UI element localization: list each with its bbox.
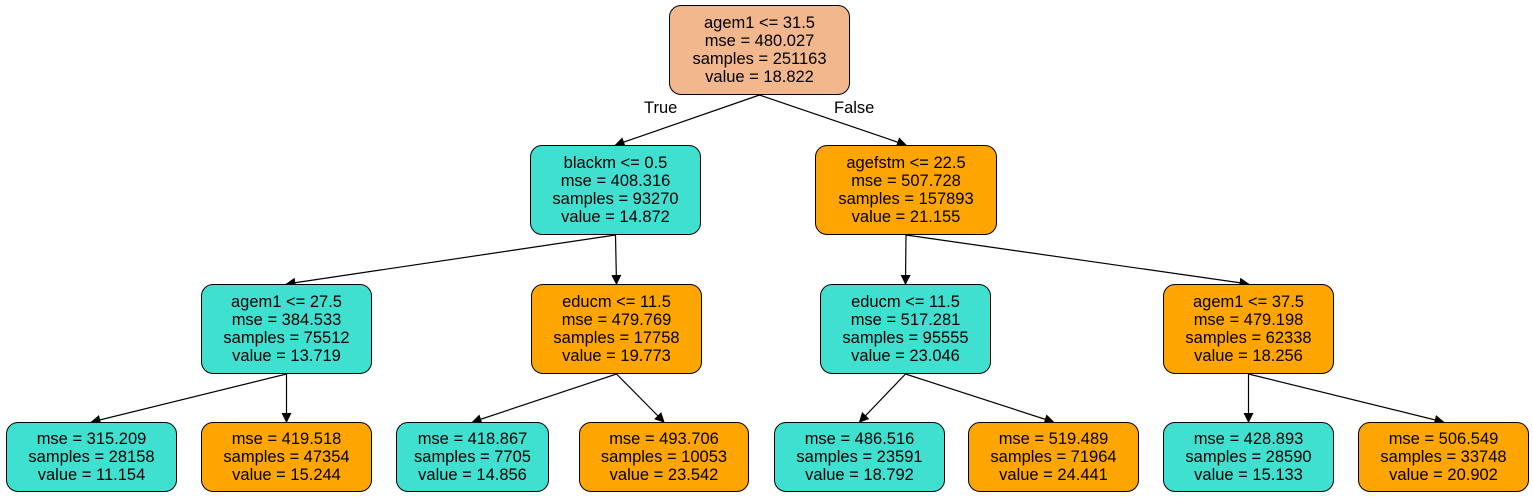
node-line: mse = 428.893 — [1193, 430, 1304, 448]
node-line: mse = 315.209 — [36, 430, 147, 448]
node-line: mse = 519.489 — [998, 430, 1109, 448]
node-line: samples = 71964 — [990, 448, 1117, 466]
node-line: mse = 506.549 — [1388, 430, 1499, 448]
edge-n1-n4 — [611, 234, 622, 285]
node-line: value = 24.441 — [999, 466, 1108, 484]
node-line: value = 13.719 — [232, 347, 341, 365]
node-line: samples = 251163 — [692, 50, 827, 68]
node-line: mse = 507.728 — [851, 172, 961, 190]
node-line: agem1 <= 37.5 — [1192, 293, 1304, 311]
node-line: mse = 479.198 — [1193, 311, 1304, 329]
node-line: value = 15.133 — [1194, 466, 1303, 484]
node-line: value = 21.155 — [851, 208, 961, 226]
true-edge-label: True — [644, 99, 678, 117]
node-line: agefstm <= 22.5 — [846, 154, 966, 172]
node-line: value = 19.773 — [562, 347, 671, 365]
node-line: samples = 93270 — [552, 190, 679, 208]
edge-n0-n2 — [759, 94, 907, 147]
node-line: samples = 23591 — [796, 448, 923, 466]
node-line: educm <= 11.5 — [562, 293, 671, 311]
node-line: samples = 17758 — [553, 329, 680, 347]
edge-n2-n6 — [905, 234, 1250, 288]
node-line: mse = 480.027 — [704, 32, 815, 50]
node-line: value = 14.856 — [418, 466, 527, 484]
edge-n6-n14 — [1248, 373, 1445, 425]
node-line: mse = 486.516 — [804, 430, 915, 448]
node-line: blackm <= 0.5 — [563, 154, 668, 172]
node-line: educm <= 11.5 — [851, 293, 960, 311]
node-line: samples = 75512 — [223, 329, 350, 347]
edge-n0-n1 — [614, 94, 760, 147]
node-line: mse = 419.518 — [231, 430, 342, 448]
node-line: value = 11.154 — [37, 466, 146, 484]
node-line: samples = 10053 — [600, 448, 728, 466]
node-line: samples = 62338 — [1185, 329, 1312, 347]
node-line: samples = 28590 — [1185, 448, 1312, 466]
node-line: mse = 517.281 — [850, 311, 961, 329]
node-line: agem1 <= 31.5 — [703, 14, 815, 32]
node-line: value = 23.046 — [851, 347, 960, 365]
edge-n2-n5 — [900, 234, 911, 285]
node-line: mse = 479.769 — [561, 311, 672, 329]
edge-n1-n3 — [285, 234, 616, 288]
node-line: value = 20.902 — [1389, 466, 1498, 484]
edge-n4-n10 — [616, 373, 665, 423]
edge-n3-n7 — [90, 373, 287, 425]
false-edge-label: False — [834, 99, 875, 117]
node-line: value = 18.822 — [705, 68, 814, 86]
node-line: mse = 384.533 — [231, 311, 342, 329]
node-line: samples = 33748 — [1380, 448, 1507, 466]
node-line: mse = 418.867 — [417, 430, 528, 448]
node-line: samples = 28158 — [28, 448, 155, 466]
node-line: mse = 408.316 — [560, 172, 671, 190]
node-line: samples = 95555 — [842, 329, 969, 347]
node-line: samples = 7705 — [414, 448, 531, 466]
edge-n5-n12 — [905, 373, 1055, 424]
node-line: agem1 <= 27.5 — [230, 293, 342, 311]
node-line: value = 15.244 — [232, 466, 341, 484]
node-line: value = 23.542 — [609, 466, 719, 484]
node-line: value = 18.792 — [805, 466, 914, 484]
node-line: value = 18.256 — [1194, 347, 1303, 365]
edge-n4-n9 — [471, 373, 617, 424]
node-line: samples = 157893 — [838, 190, 974, 208]
edge-n5-n11 — [858, 373, 906, 423]
node-line: value = 14.872 — [561, 208, 670, 226]
node-line: samples = 47354 — [223, 448, 350, 466]
node-line: mse = 493.706 — [609, 430, 719, 448]
